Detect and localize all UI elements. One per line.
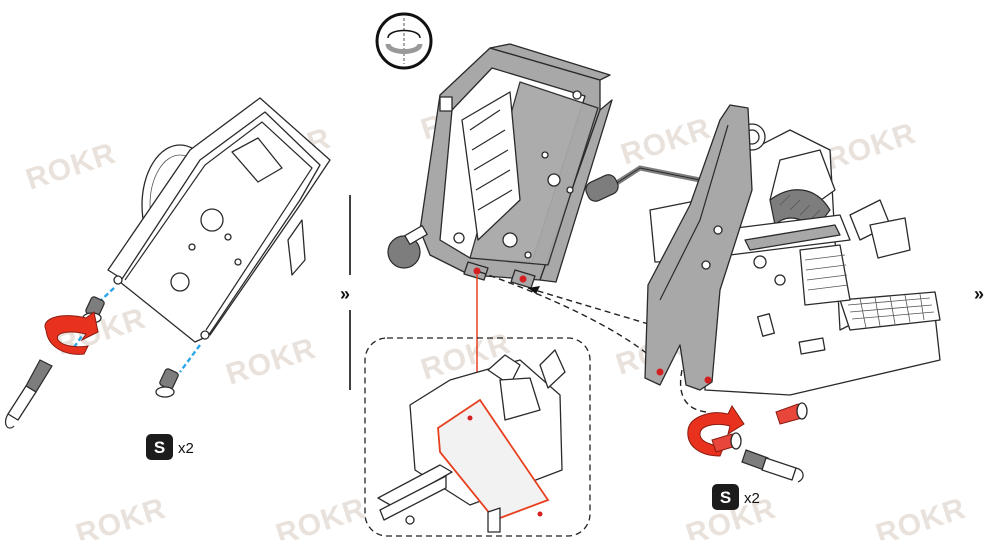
screw [155,368,179,398]
mount-hole [519,275,527,283]
side-plate-hole [656,368,664,376]
mount-hole [473,267,481,275]
watermark: ROKR [822,117,920,177]
mechanism-detail [499,377,541,421]
watermark: ROKR [222,332,320,392]
frame-tab [439,96,453,112]
gear-knob [387,235,421,269]
guide-line [179,344,201,373]
screw-quantity-badge: S x2 [712,484,760,510]
frame-hole [502,232,518,248]
separator-glyph: » [340,284,350,304]
gearbox-housing [107,97,331,343]
screw-hole [200,330,210,340]
rotate-arrow-icon [44,311,99,355]
left-step: S x2 [4,97,331,460]
screw-quantity: x2 [744,490,760,507]
housing-hole [200,208,224,232]
separator-glyph: » [974,284,984,304]
watermark: ROKR [22,137,120,197]
side-plate [644,104,753,391]
gear-train [461,91,521,241]
screw-guide-line [679,369,707,413]
screw-hole [113,275,123,285]
watermark: ROKR [617,112,715,172]
screw [711,432,742,453]
housing-tab [231,137,283,183]
middle-step [364,12,703,537]
rotation-hint-icon [375,12,433,70]
alignment-line [479,271,661,366]
detail-inset [364,337,591,537]
screwdriver-icon [741,449,804,483]
watermark: ROKR [872,492,970,540]
side-plate-hole [704,376,712,384]
rotate-arrow-icon [687,405,745,457]
screw-quantity-badge: S x2 [146,434,194,460]
step-separator: » [340,195,351,390]
watermark: ROKR [272,492,370,540]
right-step: S x2 [585,104,941,510]
screw-quantity: x2 [178,440,194,457]
gearbox-frame [387,43,613,289]
screw-type-label: S [720,488,731,507]
frame-hole [547,173,561,187]
red-screw [775,402,808,425]
mesh-platform [839,291,941,331]
screwdriver-icon [4,359,53,429]
crank-handle [585,165,701,202]
housing-hole [170,272,190,292]
screw-type-label: S [154,438,165,457]
watermark: ROKR [72,492,170,540]
